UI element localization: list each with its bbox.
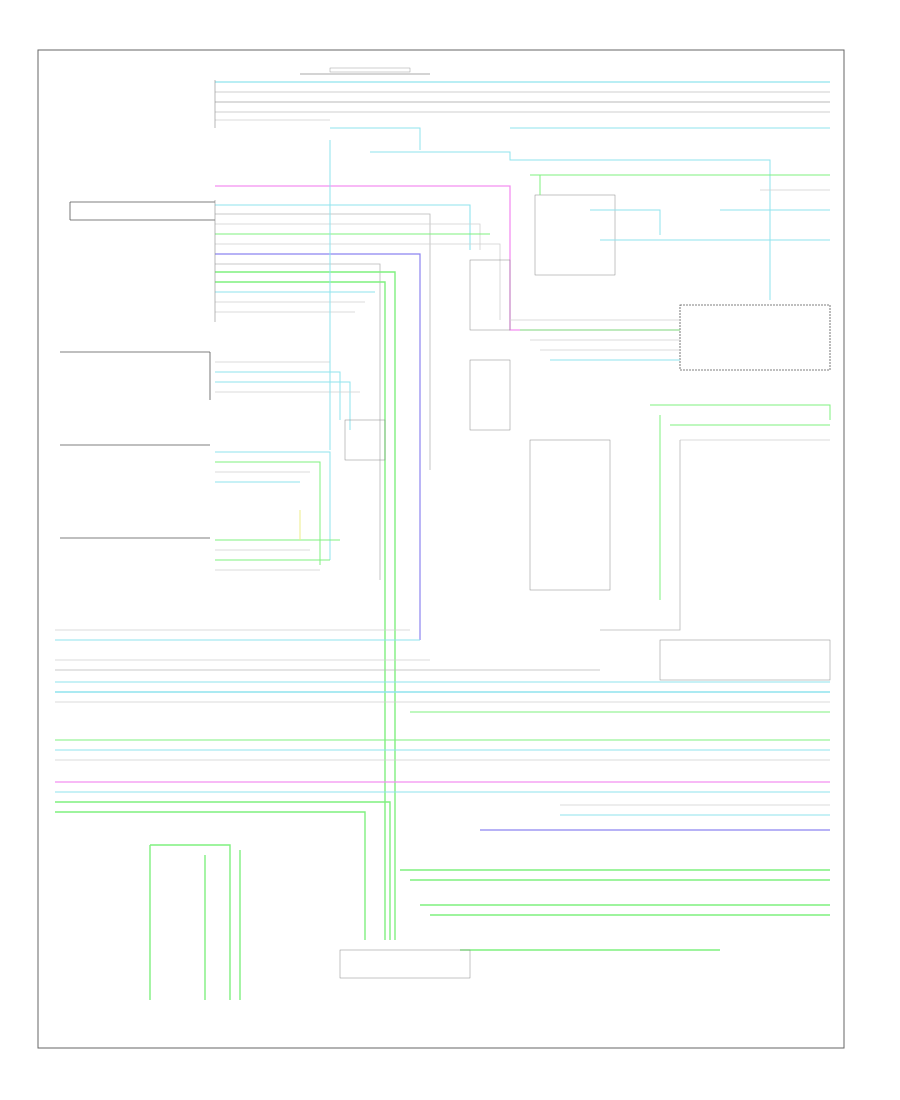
lower-left-wires bbox=[55, 739, 830, 940]
center-connector-columns bbox=[344, 194, 616, 591]
lower-right-module bbox=[659, 639, 831, 681]
right-module-block bbox=[510, 304, 831, 371]
bottom-harness bbox=[149, 844, 830, 1000]
pink-wire bbox=[215, 185, 680, 331]
mid-left-harness bbox=[214, 200, 501, 940]
top-harness-wires bbox=[215, 81, 830, 121]
right-top-wires bbox=[329, 127, 830, 450]
diagram-frame bbox=[37, 49, 845, 1049]
left-side-modules bbox=[60, 351, 360, 571]
lower-bus bbox=[55, 629, 830, 713]
left-upper-sensor-block bbox=[69, 80, 216, 221]
right-mid-wires bbox=[600, 404, 831, 631]
top-connector-block bbox=[300, 67, 430, 75]
legend bbox=[515, 955, 725, 1045]
